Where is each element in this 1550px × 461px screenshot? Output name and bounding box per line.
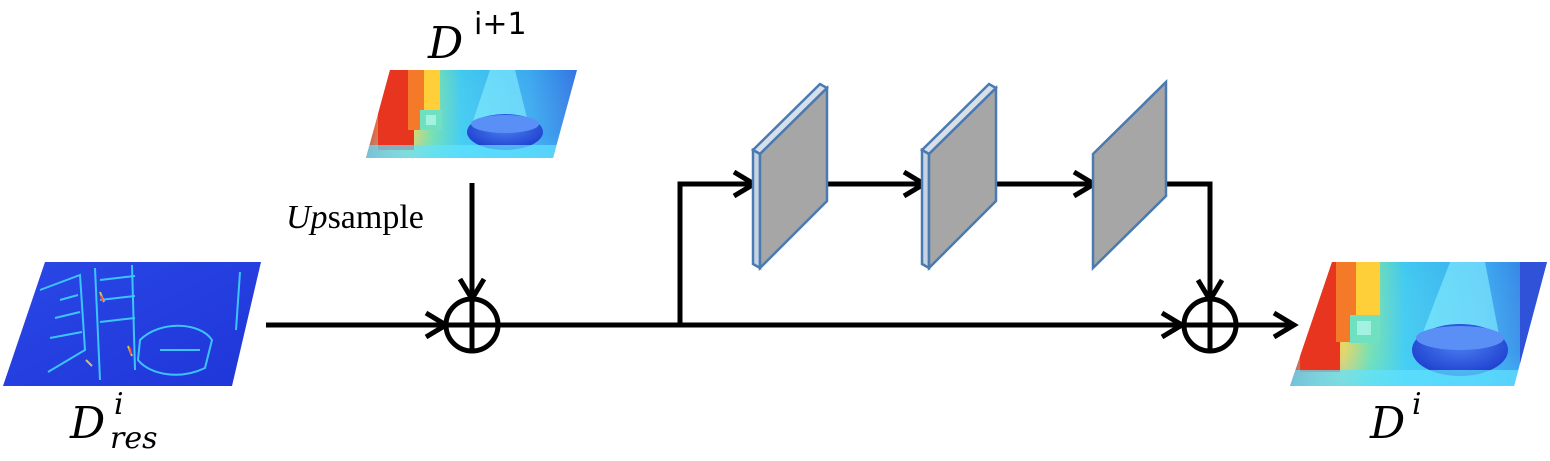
svg-text:i: i	[1412, 387, 1422, 422]
arrow-conv3-to-sum	[1166, 181, 1225, 305]
conv-layer-1	[750, 82, 830, 272]
upsample-label: Upsample	[286, 199, 424, 236]
svg-text:res: res	[110, 421, 158, 456]
conv-layer-3	[1091, 79, 1168, 271]
svg-text:D: D	[427, 18, 463, 69]
conv-layer-2	[919, 82, 999, 272]
residual-depth-label: D i res	[69, 387, 158, 456]
output-depth-label: D i	[1369, 387, 1422, 449]
circled-plus-icon	[1181, 296, 1239, 354]
connector-lines	[266, 169, 1299, 340]
arrow-branch-to-conv1	[677, 169, 759, 325]
upsampled-depth-map-image	[366, 70, 577, 158]
svg-text:i: i	[114, 387, 124, 422]
output-depth-map-image	[1290, 262, 1547, 386]
residual-depth-map-image	[3, 262, 261, 386]
svg-text:D: D	[1369, 398, 1405, 449]
svg-text:Upsample: Upsample	[286, 199, 424, 236]
upsampled-depth-label: D i+1	[427, 7, 527, 69]
svg-text:D: D	[69, 398, 105, 449]
circled-plus-icon	[443, 296, 501, 354]
svg-text:i+1: i+1	[474, 7, 527, 42]
